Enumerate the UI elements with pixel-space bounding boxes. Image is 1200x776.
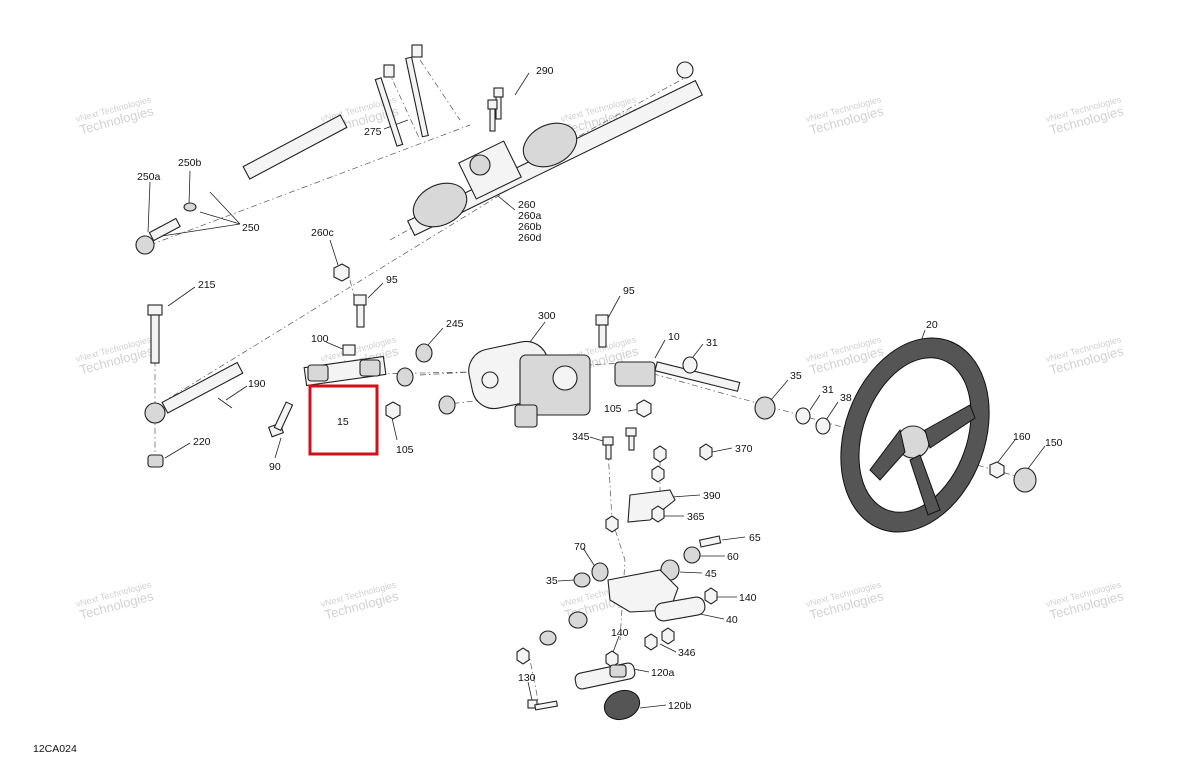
part-label-260d[interactable]: 260d <box>518 232 542 244</box>
part-label-215[interactable]: 215 <box>198 279 216 291</box>
steering-rack-260[interactable] <box>406 61 704 237</box>
diagram-code: 12CA024 <box>33 743 77 755</box>
bushing-70[interactable] <box>591 562 609 582</box>
tie-rod-215[interactable] <box>144 304 244 468</box>
part-label-260c[interactable]: 260c <box>311 227 334 239</box>
leader-lines <box>147 72 1046 709</box>
part-label-95-left[interactable]: 95 <box>386 274 398 286</box>
nut-260c[interactable] <box>333 263 350 282</box>
part-label-100[interactable]: 100 <box>311 333 329 345</box>
part-label-160[interactable]: 160 <box>1013 431 1031 443</box>
nut-346[interactable] <box>644 627 675 651</box>
watermark-text: vNext TechnologiesTechnologies <box>1045 94 1127 137</box>
watermark-text: vNext TechnologiesTechnologies <box>1045 579 1127 622</box>
boot-120b[interactable] <box>600 686 643 725</box>
part-label-38[interactable]: 38 <box>840 392 852 404</box>
watermark-text: vNext TechnologiesTechnologies <box>1045 334 1127 377</box>
steering-wheel-20[interactable] <box>815 317 1015 553</box>
nut-370[interactable] <box>651 443 713 483</box>
watermark-text: vNext TechnologiesTechnologies <box>320 579 402 622</box>
part-label-140-right[interactable]: 140 <box>739 592 757 604</box>
part-label-290[interactable]: 290 <box>536 65 554 77</box>
u-joint-15[interactable] <box>303 344 387 387</box>
nut-365[interactable] <box>605 505 665 533</box>
part-label-365[interactable]: 365 <box>687 511 705 523</box>
part-label-250a[interactable]: 250a <box>137 171 161 183</box>
part-label-260[interactable]: 260 <box>518 199 536 211</box>
bolt-95-left[interactable] <box>353 294 367 328</box>
part-label-40[interactable]: 40 <box>726 614 738 626</box>
tie-rod-250[interactable] <box>135 114 348 255</box>
nut-140-right[interactable] <box>704 587 718 605</box>
ring-31-top[interactable] <box>682 356 698 374</box>
nut-105-right[interactable] <box>636 399 652 418</box>
watermark-text: vNext TechnologiesTechnologies <box>75 94 157 137</box>
part-label-15[interactable]: 15 <box>337 416 349 428</box>
part-label-31-top[interactable]: 31 <box>706 337 718 349</box>
part-label-245[interactable]: 245 <box>446 318 464 330</box>
bolt-65[interactable] <box>698 535 722 548</box>
watermark-text: vNext TechnologiesTechnologies <box>75 579 157 622</box>
part-label-31-bottom[interactable]: 31 <box>822 384 834 396</box>
highlight-box-part-15 <box>308 384 379 456</box>
part-label-65[interactable]: 65 <box>749 532 761 544</box>
ring-31-bottom[interactable] <box>795 407 811 425</box>
part-label-120b[interactable]: 120b <box>668 700 692 712</box>
part-labels: 290 275 250a 250b 250 260 260a 260b 260d… <box>137 65 1063 712</box>
bolt-130[interactable] <box>527 699 558 711</box>
part-label-345[interactable]: 345 <box>572 431 590 443</box>
part-label-370[interactable]: 370 <box>735 443 753 455</box>
bolt-95-right[interactable] <box>595 314 609 348</box>
bolt-345[interactable] <box>602 427 637 460</box>
part-label-300[interactable]: 300 <box>538 310 556 322</box>
watermark-text: vNext TechnologiesTechnologies <box>805 579 887 622</box>
watermark-text: vNext TechnologiesTechnologies <box>805 94 887 137</box>
bolt-290[interactable] <box>487 87 504 132</box>
part-label-45[interactable]: 45 <box>705 568 717 580</box>
bushing-35-top[interactable] <box>754 396 776 420</box>
part-label-275[interactable]: 275 <box>364 126 382 138</box>
steering-shaft-10[interactable] <box>614 361 741 392</box>
actuator-120a[interactable] <box>574 662 636 690</box>
part-label-90[interactable]: 90 <box>269 461 281 473</box>
part-label-140-bottom[interactable]: 140 <box>611 627 629 639</box>
part-label-105-right[interactable]: 105 <box>604 403 622 415</box>
part-label-20[interactable]: 20 <box>926 319 938 331</box>
cap-150[interactable] <box>1013 467 1037 493</box>
power-steering-unit-300[interactable] <box>465 337 591 428</box>
column-support-40[interactable] <box>539 569 706 646</box>
nut-160[interactable] <box>989 461 1005 479</box>
part-label-10[interactable]: 10 <box>668 331 680 343</box>
part-label-190[interactable]: 190 <box>248 378 266 390</box>
bolt-275[interactable] <box>374 44 429 147</box>
part-label-150[interactable]: 150 <box>1045 437 1063 449</box>
part-label-260a[interactable]: 260a <box>518 210 542 222</box>
bushing-60[interactable] <box>683 546 701 564</box>
part-label-250b[interactable]: 250b <box>178 157 202 169</box>
bolt-90[interactable] <box>267 401 294 438</box>
bushing-35-bottom[interactable] <box>573 572 591 588</box>
part-label-105-left[interactable]: 105 <box>396 444 414 456</box>
parts-layer <box>135 44 1037 725</box>
part-label-250[interactable]: 250 <box>242 222 260 234</box>
part-label-220[interactable]: 220 <box>193 436 211 448</box>
part-label-35-bottom[interactable]: 35 <box>546 575 558 587</box>
bushing-245[interactable] <box>396 343 456 415</box>
part-label-130[interactable]: 130 <box>518 672 536 684</box>
part-label-70[interactable]: 70 <box>574 541 586 553</box>
part-label-60[interactable]: 60 <box>727 551 739 563</box>
circlip-38[interactable] <box>815 417 831 435</box>
part-label-35-top[interactable]: 35 <box>790 370 802 382</box>
part-label-346[interactable]: 346 <box>678 647 696 659</box>
watermark-text: vNext TechnologiesTechnologies <box>75 334 157 377</box>
nut-105-left[interactable] <box>385 401 401 420</box>
part-label-95-right[interactable]: 95 <box>623 285 635 297</box>
nut-140-bottom[interactable] <box>516 647 619 668</box>
part-label-260b[interactable]: 260b <box>518 221 542 233</box>
part-label-120a[interactable]: 120a <box>651 667 675 679</box>
part-label-390[interactable]: 390 <box>703 490 721 502</box>
